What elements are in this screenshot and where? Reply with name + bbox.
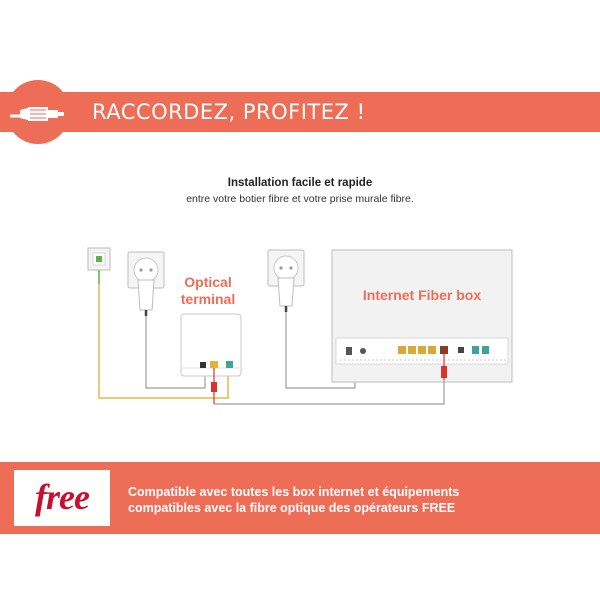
power-adapter <box>137 279 155 311</box>
free-logo: free <box>14 470 110 526</box>
optical-terminal-label: Optical <box>184 274 231 290</box>
optical-terminal-label-2: terminal <box>181 291 235 307</box>
fiber-cable-icon <box>6 80 70 144</box>
compatibility-text: Compatible avec toutes les box internet … <box>128 484 588 516</box>
page-title: RACCORDEZ, PROFITEZ ! <box>92 100 366 124</box>
power-adapter-2 <box>277 277 295 307</box>
compatibility-line-2: compatibles avec la fibre optique des op… <box>128 501 456 515</box>
free-logo-text: free <box>35 477 90 517</box>
fiber-cable <box>98 284 229 399</box>
intro-heading: Installation facile et rapide <box>227 177 373 189</box>
power-outlet <box>127 251 165 289</box>
optical-terminal <box>180 313 242 377</box>
compatibility-line-1: Compatible avec toutes les box internet … <box>128 485 460 499</box>
installation-diagram: Optical terminal Internet <box>87 247 513 405</box>
fiber-box-label: Internet Fiber box <box>363 287 481 303</box>
fiber-wall-socket <box>87 247 111 284</box>
top-banner <box>0 92 600 132</box>
internet-fiber-box <box>331 249 513 383</box>
ethernet-cable <box>214 380 445 405</box>
intro-text: entre votre botier fibre et votre prise … <box>186 193 414 205</box>
